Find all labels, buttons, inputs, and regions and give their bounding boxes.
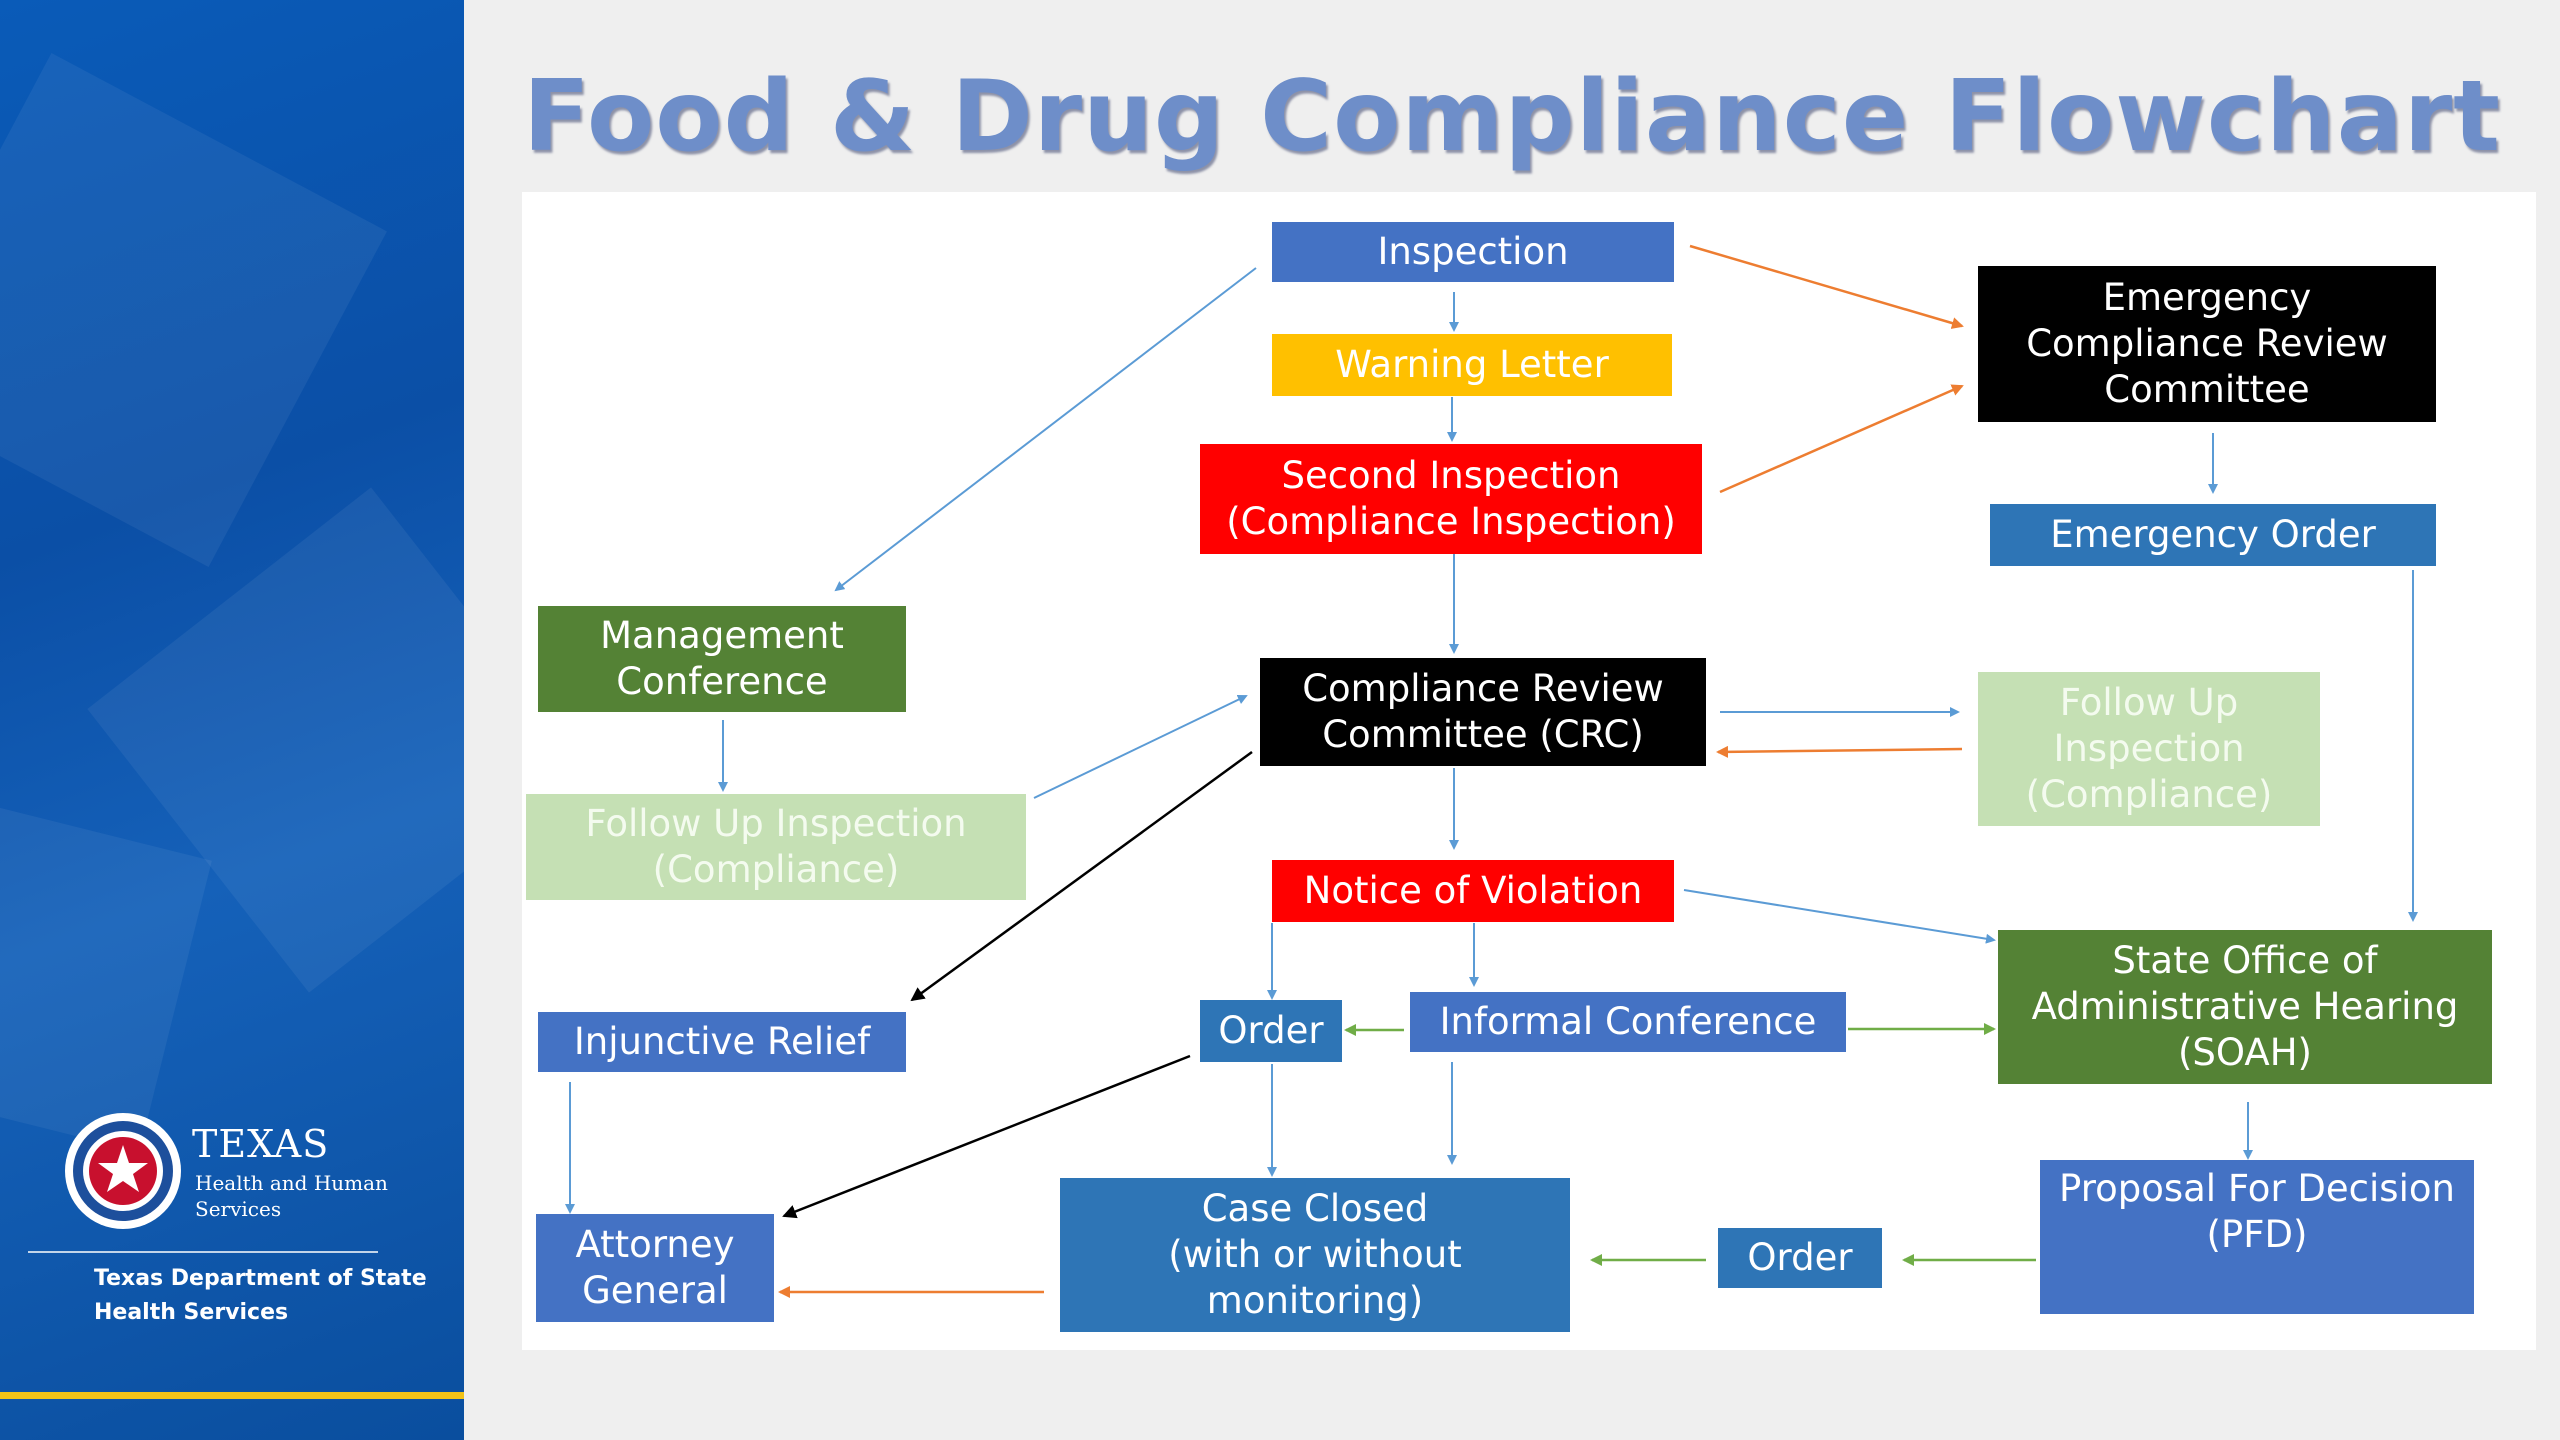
texas-hhs-logo: TEXAS Health and Human Services (62, 1110, 402, 1240)
node-order-mid[interactable]: Order (1200, 1000, 1342, 1062)
node-informal-conference[interactable]: Informal Conference (1410, 992, 1846, 1052)
node-soah[interactable]: State Office of Administrative Hearing (… (1998, 930, 2492, 1084)
panel-facet (0, 53, 387, 567)
side-panel: TEXAS Health and Human Services Texas De… (0, 0, 464, 1440)
node-case-closed[interactable]: Case Closed (with or without monitoring) (1060, 1178, 1570, 1332)
node-pfd[interactable]: Proposal For Decision (PFD) (2040, 1160, 2474, 1314)
node-warning-letter[interactable]: Warning Letter (1272, 334, 1672, 396)
texas-seal-icon (65, 1113, 181, 1229)
node-notice-of-violation[interactable]: Notice of Violation (1272, 860, 1674, 922)
node-follow-up-left[interactable]: Follow Up Inspection (Compliance) (526, 794, 1026, 900)
logo-divider (28, 1251, 378, 1253)
node-attorney-general[interactable]: Attorney General (536, 1214, 774, 1322)
node-emergency-crc[interactable]: Emergency Compliance Review Committee (1978, 266, 2436, 422)
accent-bar (0, 1392, 464, 1399)
node-injunctive-relief[interactable]: Injunctive Relief (538, 1012, 906, 1072)
node-management-conference[interactable]: Management Conference (538, 606, 906, 712)
node-second-inspection[interactable]: Second Inspection (Compliance Inspection… (1200, 444, 1702, 554)
logo-hhs-text: Health and Human Services (195, 1171, 388, 1221)
node-crc[interactable]: Compliance Review Committee (CRC) (1260, 658, 1706, 766)
logo-texas-text: TEXAS (192, 1122, 330, 1166)
panel-facet (0, 788, 212, 1152)
node-inspection[interactable]: Inspection (1272, 222, 1674, 282)
node-emergency-order[interactable]: Emergency Order (1990, 504, 2436, 566)
dshs-name: Texas Department of State Health Service… (94, 1266, 427, 1325)
node-order-bottom[interactable]: Order (1718, 1228, 1882, 1288)
slide-title: Food & Drug Compliance Flowchart (522, 60, 2502, 174)
node-follow-up-right[interactable]: Follow Up Inspection (Compliance) (1978, 672, 2320, 826)
